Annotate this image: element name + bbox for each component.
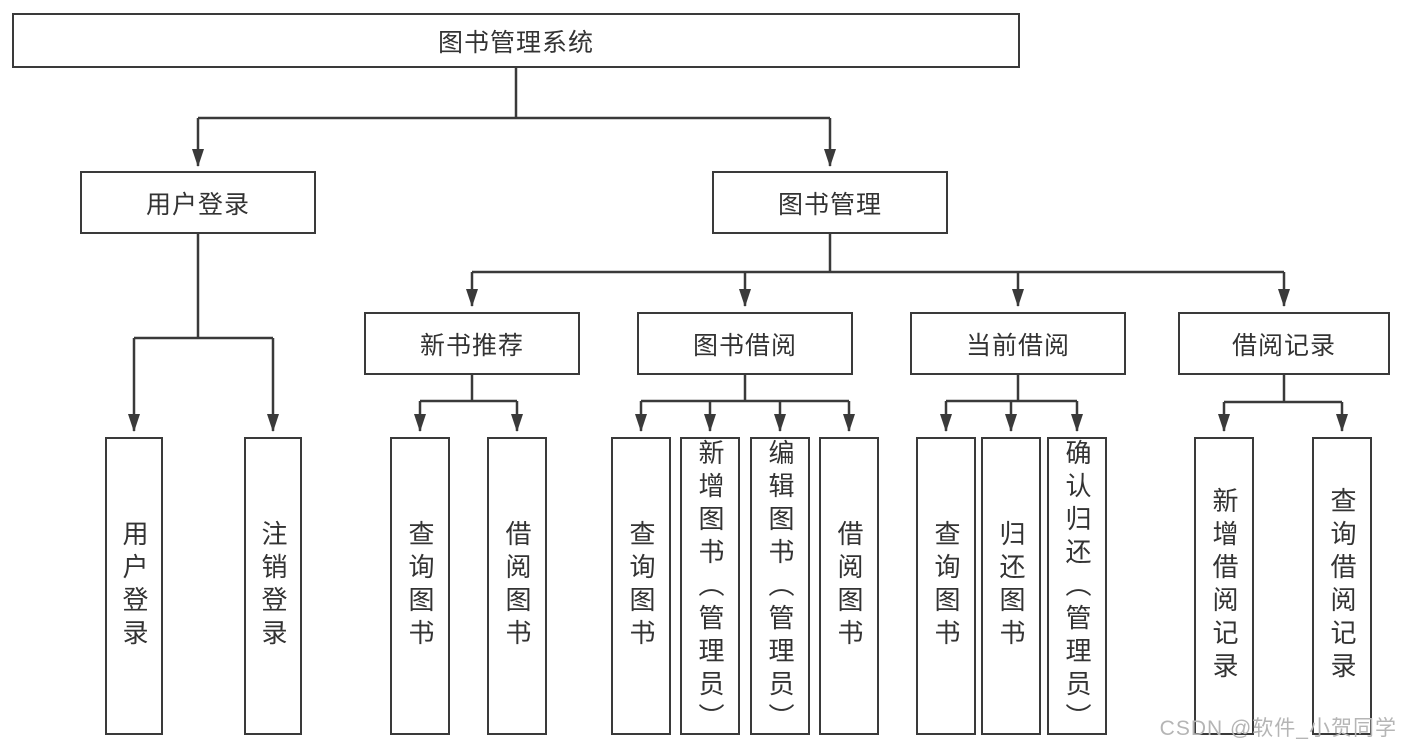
node-query-books-3: 查询图书 [916,437,976,735]
node-label: 查询图书 [626,520,656,652]
node-label: 借阅图书 [502,520,532,652]
node-library-management-system: 图书管理系统 [12,13,1020,68]
node-label: 用户登录 [119,520,149,652]
node-current-borrow: 当前借阅 [910,312,1126,375]
node-user-login-leaf: 用户登录 [105,437,163,735]
node-label: 确认归还（管理员） [1062,439,1092,736]
node-edit-book-admin: 编辑图书（管理员） [750,437,810,736]
node-label: 查询图书 [405,520,435,652]
node-add-book-admin: 新增图书（管理员） [680,437,740,736]
node-book-management: 图书管理 [712,171,948,234]
node-user-login: 用户登录 [80,171,316,234]
node-label: 图书管理系统 [437,28,594,57]
node-label: 查询借阅记录 [1327,487,1357,685]
node-query-books-2: 查询图书 [611,437,671,735]
node-label: 注销登录 [258,520,288,652]
node-label: 新增借阅记录 [1209,487,1239,685]
node-book-borrow: 图书借阅 [637,312,853,375]
node-label: 归还图书 [996,520,1026,652]
node-label: 编辑图书（管理员） [765,439,795,736]
node-query-books-1: 查询图书 [390,437,450,735]
node-add-borrow-record: 新增借阅记录 [1194,437,1254,735]
node-query-borrow-record: 查询借阅记录 [1312,437,1372,735]
node-label: 借阅图书 [834,520,864,652]
node-label: 查询图书 [931,520,961,652]
csdn-watermark: CSDN @软件_小贺同学 [1159,717,1397,740]
node-return-book: 归还图书 [981,437,1041,735]
node-borrow-books-2: 借阅图书 [819,437,879,735]
node-label: 图书借阅 [692,331,797,360]
node-label: 图书管理 [777,190,882,219]
node-new-book-recommend: 新书推荐 [364,312,580,375]
node-label: 新书推荐 [419,331,524,360]
node-confirm-return-admin: 确认归还（管理员） [1047,437,1107,736]
node-label: 用户登录 [145,190,250,219]
node-logout: 注销登录 [244,437,302,735]
node-label: 当前借阅 [965,331,1070,360]
node-borrow-records: 借阅记录 [1178,312,1390,375]
node-label: 新增图书（管理员） [695,439,725,736]
node-label: 借阅记录 [1231,331,1336,360]
node-borrow-books-1: 借阅图书 [487,437,547,735]
